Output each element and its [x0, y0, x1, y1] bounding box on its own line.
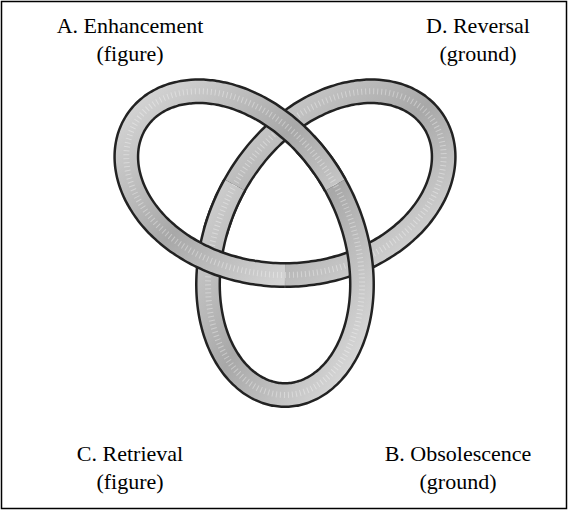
tetrad-label: D. Reversal (ground): [411, 12, 546, 67]
mobius-ribbon: [126, 91, 443, 395]
ribbon-texture: [126, 91, 335, 275]
tetrad-label: A. Enhancement (figure): [51, 12, 209, 67]
tetrad-label: B. Obsolescence (ground): [376, 440, 541, 495]
tetrad-label: C. Retrieval (figure): [66, 440, 195, 495]
ribbon-edge: [126, 91, 335, 275]
ribbon-face: [126, 91, 335, 275]
